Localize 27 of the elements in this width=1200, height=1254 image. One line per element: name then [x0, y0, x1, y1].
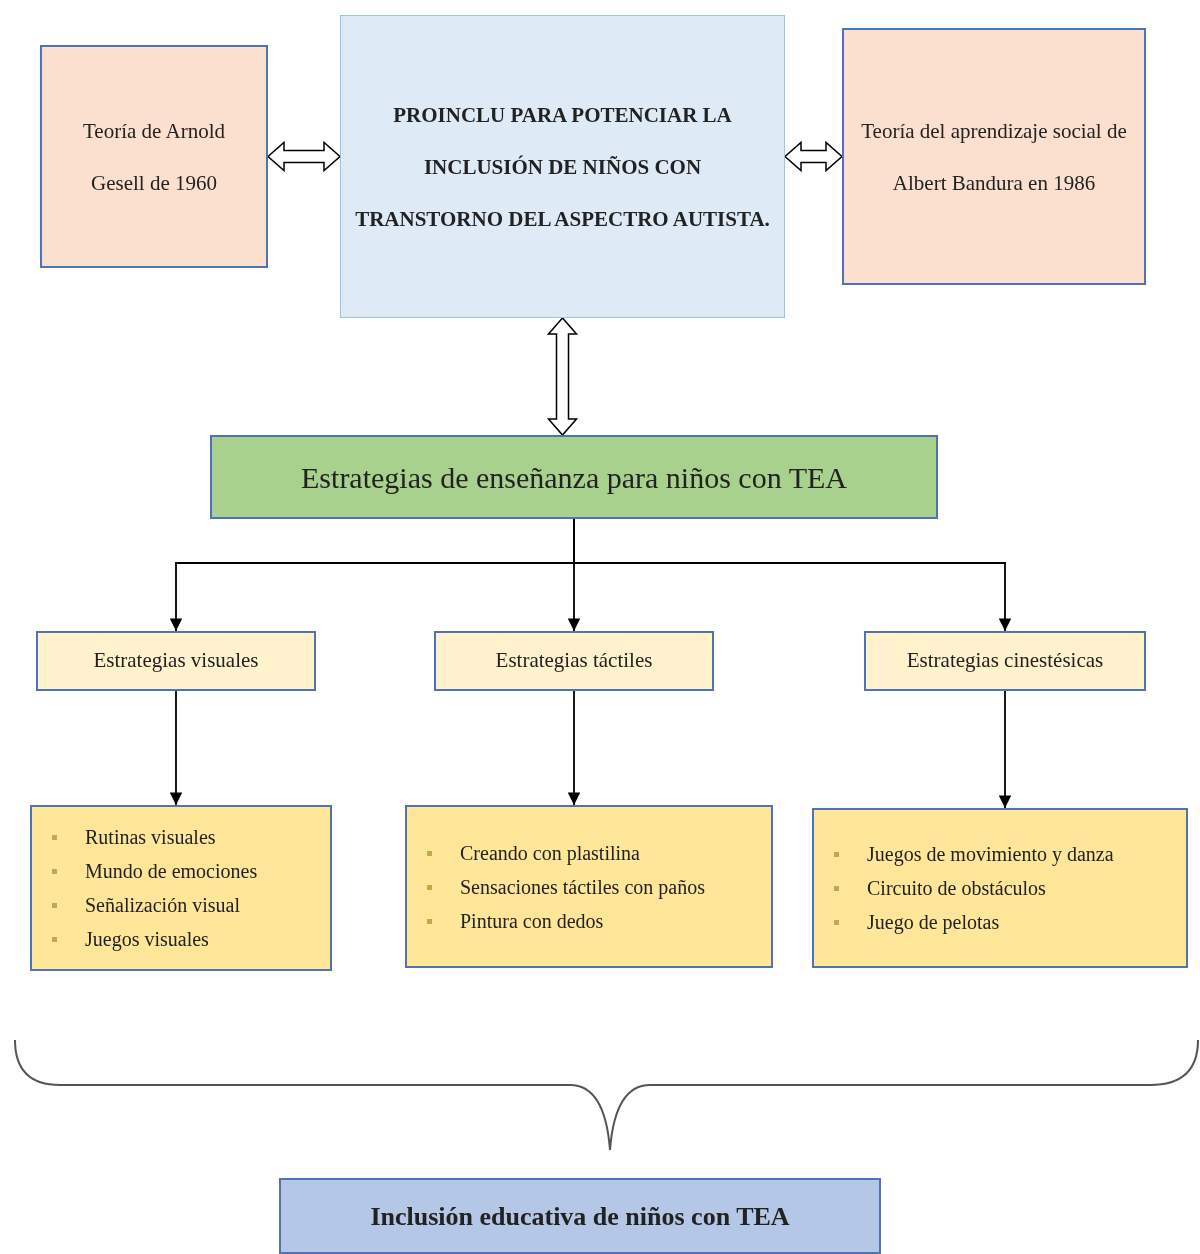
activity-text: Circuito de obstáculos	[867, 876, 1046, 901]
outcome-box: Inclusión educativa de niños con TEA	[279, 1178, 881, 1254]
activity-list-box	[812, 808, 1188, 968]
activity-text: Sensaciones táctiles con paños	[460, 874, 705, 901]
activity-text: Pintura con dedos	[460, 908, 604, 934]
strategy-header-box: Estrategias de enseñanza para niños con TEA	[210, 435, 938, 519]
activity-text: Creando con plastilina	[460, 840, 640, 867]
double-block-arrow	[266, 140, 342, 173]
activity-list-box	[30, 805, 332, 971]
arrow	[567, 690, 581, 806]
activity-text: Juego de pelotas	[867, 910, 1000, 936]
strategy-box: Estrategias cinestésicas	[864, 631, 1146, 691]
double-block-arrow	[783, 140, 844, 173]
double-block-arrow	[546, 316, 579, 437]
activity-text: Juegos visuales	[85, 927, 209, 953]
activity-list-box	[405, 805, 773, 968]
theory-box: Teoría del aprendizaje social de Albert Bandura en 1986	[842, 28, 1146, 285]
theory-box: Teoría de Arnold Gesell de 1960	[40, 45, 268, 268]
activity-text: Rutinas visuales	[85, 825, 216, 850]
activity-text: Señalización visual	[85, 893, 240, 918]
arrow	[998, 690, 1012, 809]
activity-text: Juegos de movimiento y danza	[867, 842, 1114, 868]
strategy-box: Estrategias visuales	[36, 631, 316, 691]
arrow	[169, 690, 183, 806]
program-box: PROINCLU PARA POTENCIAR LA INCLUSIÓN DE NIÑOS CON TRANSTORNO DEL ASPECTRO AUTISTA.	[340, 15, 785, 318]
activity-text: Mundo de emociones	[85, 859, 258, 884]
strategy-box: Estrategias táctiles	[434, 631, 714, 691]
